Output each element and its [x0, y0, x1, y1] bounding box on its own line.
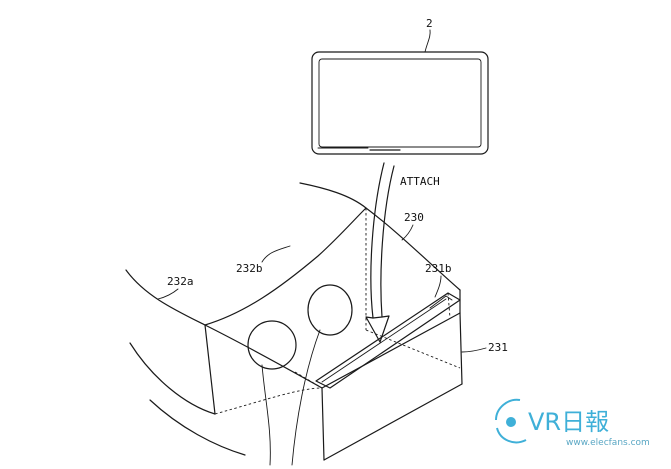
display-device [311, 51, 489, 155]
slot-leader [434, 275, 442, 298]
goggles-label: 230 [404, 211, 424, 224]
watermark-site: www.elecfans.com [566, 438, 650, 448]
device-label: 2 [426, 17, 433, 30]
housing-top-front-edge [204, 207, 367, 326]
lens-side-a-leader [157, 288, 179, 300]
strap-far-lower [149, 399, 246, 456]
strap-outer-upper [299, 182, 367, 209]
lens-side-b-leader [261, 245, 291, 263]
attach-arrow [365, 162, 395, 343]
slot-inner [321, 298, 447, 383]
slot-tab [429, 295, 453, 309]
hidden-edge-bottom [214, 387, 323, 415]
lens-left [247, 320, 297, 370]
lens-side-b-label: 232b [236, 262, 263, 275]
box-front-vertical-left [321, 387, 325, 461]
lens-leader-b [291, 329, 321, 466]
slot-label: 231b [425, 262, 452, 275]
hidden-edge-inner-bottom [365, 329, 461, 369]
strap-lower-left [129, 342, 216, 415]
hidden-edge-center [294, 371, 323, 389]
box-front-vertical-right [459, 312, 463, 385]
watermark-brand: VR日報 [528, 408, 609, 436]
goggle-assembly [125, 182, 463, 466]
slot-outer [315, 292, 461, 389]
box-top-edge [321, 312, 461, 389]
housing-front-left [204, 324, 216, 415]
attach-label: ATTACH [400, 175, 440, 188]
lens-right [307, 284, 353, 336]
box-bottom-edge [323, 383, 463, 461]
strap-upper-left [125, 269, 206, 326]
hidden-edge-slot-down [447, 292, 451, 319]
housing-top-back-edge [365, 207, 461, 291]
device-leader [424, 29, 431, 53]
watermark: VR日報 www.elecfans.com [495, 398, 650, 448]
body-label: 231 [488, 341, 508, 354]
lens-leader-a [261, 364, 271, 466]
lens-side-a-label: 232a [167, 275, 194, 288]
housing-front-top [204, 324, 323, 389]
body-leader [461, 347, 487, 353]
watermark-logo-icon [495, 398, 527, 444]
goggles-leader [401, 224, 414, 241]
